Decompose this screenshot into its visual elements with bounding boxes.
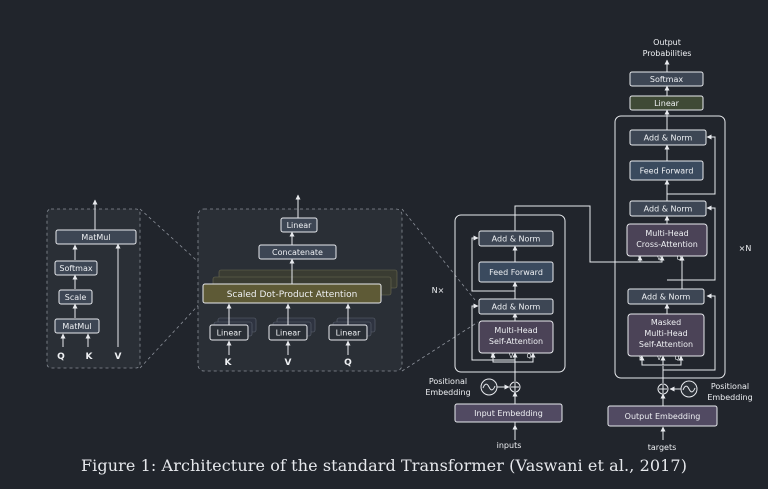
output-linear-label: Linear	[654, 99, 680, 108]
multihead-k-label: K	[225, 358, 233, 368]
multihead-arrows	[226, 194, 351, 355]
output-linear-box	[629, 95, 704, 111]
encoder-inputs-label: inputs	[497, 441, 522, 450]
decoder-cross-attention	[626, 223, 708, 257]
decoder-feed-forward-label: Feed Forward	[640, 167, 694, 176]
attention-v-label: V	[115, 352, 122, 362]
zoom-guides	[139, 208, 479, 372]
output-softmax-box	[629, 71, 704, 87]
decoder-add-norm-3	[629, 129, 707, 146]
encoder-add-norm-bottom-label: Add & Norm	[492, 303, 541, 312]
multihead-v-label: V	[285, 358, 292, 368]
encoder-pos-line2: Embedding	[425, 388, 470, 397]
linear-out-box	[280, 217, 318, 233]
concatenate-label: Concatenate	[272, 248, 323, 257]
encoder-pos-line1: Positional	[429, 377, 467, 386]
encoder-mha-line2: Self-Attention	[489, 337, 543, 346]
decoder-pos-line1: Positional	[711, 382, 749, 391]
linear-q-label: Linear	[336, 329, 362, 338]
decoder-cross-line2: Cross-Attention	[636, 240, 698, 249]
encoder-feed-forward-label: Feed Forward	[489, 268, 543, 277]
decoder-add-circle	[657, 383, 669, 395]
attention-q-label: Q	[57, 352, 65, 362]
decoder-cross-k-label: K	[638, 255, 643, 262]
linear-v-box	[268, 324, 308, 341]
encoder-block	[454, 214, 566, 373]
decoder-masked-q-label: Q	[675, 355, 680, 362]
softmax-label: Softmax	[59, 264, 92, 273]
decoder-masked-line1: Masked	[651, 318, 681, 327]
transformer-diagram: MatMul Softmax Scale MatMul Q K V Linea	[46, 38, 753, 452]
decoder-wave-icon	[680, 380, 698, 398]
decoder-block	[614, 115, 726, 379]
scale-label: Scale	[65, 293, 87, 302]
multihead-q-label: Q	[344, 358, 352, 368]
output-embedding-box	[607, 405, 718, 427]
linear-k-box	[209, 324, 249, 341]
figure-caption: Figure 1: Architecture of the standard T…	[80, 456, 688, 475]
matmul-bottom-box	[54, 318, 100, 334]
decoder-targets-label: targets	[648, 443, 677, 452]
attention-arrows	[60, 199, 121, 347]
sdpa-box	[202, 283, 382, 304]
decoder-cross-v-label: V	[657, 255, 662, 262]
decoder-cross-q-label: Q	[677, 255, 682, 262]
encoder-repeat-label: N×	[432, 286, 445, 295]
decoder-masked-v-label: V	[657, 355, 662, 362]
decoder-add-norm-1-label: Add & Norm	[642, 293, 691, 302]
encoder-self-attention	[478, 320, 554, 354]
attention-k-label: K	[86, 352, 94, 362]
encoder-k-label: K	[491, 353, 496, 360]
encoder-add-norm-top	[478, 230, 554, 247]
linear-q-box	[328, 324, 368, 341]
softmax-box	[54, 260, 98, 276]
encoder-wave-icon	[480, 378, 498, 396]
linear-k-label: Linear	[217, 329, 243, 338]
output-prob-line1: Output	[653, 38, 681, 47]
decoder-masked-attention	[627, 313, 705, 357]
encoder-feed-forward	[478, 261, 554, 283]
decoder-masked-k-label: K	[639, 355, 644, 362]
decoder-add-norm-1	[627, 288, 705, 305]
output-embedding-label: Output Embedding	[625, 412, 701, 421]
sdpa-label: Scaled Dot-Product Attention	[227, 290, 358, 300]
decoder-add-norm-2-label: Add & Norm	[644, 205, 693, 214]
output-softmax-label: Softmax	[650, 75, 683, 84]
encoder-add-circle	[509, 381, 521, 393]
encoder-q-label: Q	[527, 353, 532, 360]
matmul-top-label: MatMul	[81, 233, 110, 242]
decoder-feed-forward	[629, 160, 704, 181]
output-prob-line2: Probabilities	[643, 49, 692, 58]
encoder-add-norm-top-label: Add & Norm	[492, 235, 541, 244]
decoder-masked-line2: Multi-Head	[644, 329, 687, 338]
decoder-pos-line2: Embedding	[707, 393, 752, 402]
linear-v-label: Linear	[276, 329, 302, 338]
encoder-mha-line1: Multi-Head	[494, 326, 537, 335]
decoder-masked-line3: Self-Attention	[639, 340, 693, 349]
decoder-cross-line1: Multi-Head	[645, 229, 688, 238]
decoder-add-norm-3-label: Add & Norm	[644, 134, 693, 143]
encoder-v-label: V	[509, 353, 514, 360]
concatenate-box	[258, 244, 337, 260]
input-embedding-box	[454, 403, 563, 423]
linear-out-label: Linear	[287, 221, 313, 230]
input-embedding-label: Input Embedding	[474, 409, 543, 418]
matmul-bottom-label: MatMul	[62, 322, 91, 331]
encoder-add-norm-bottom	[478, 298, 554, 315]
matmul-top-box	[55, 229, 137, 245]
encoder-arrows	[471, 205, 665, 440]
decoder-add-norm-2	[629, 200, 707, 217]
decoder-repeat-label: ×N	[739, 244, 752, 253]
scale-box	[58, 289, 93, 305]
decoder-arrows	[639, 59, 716, 440]
